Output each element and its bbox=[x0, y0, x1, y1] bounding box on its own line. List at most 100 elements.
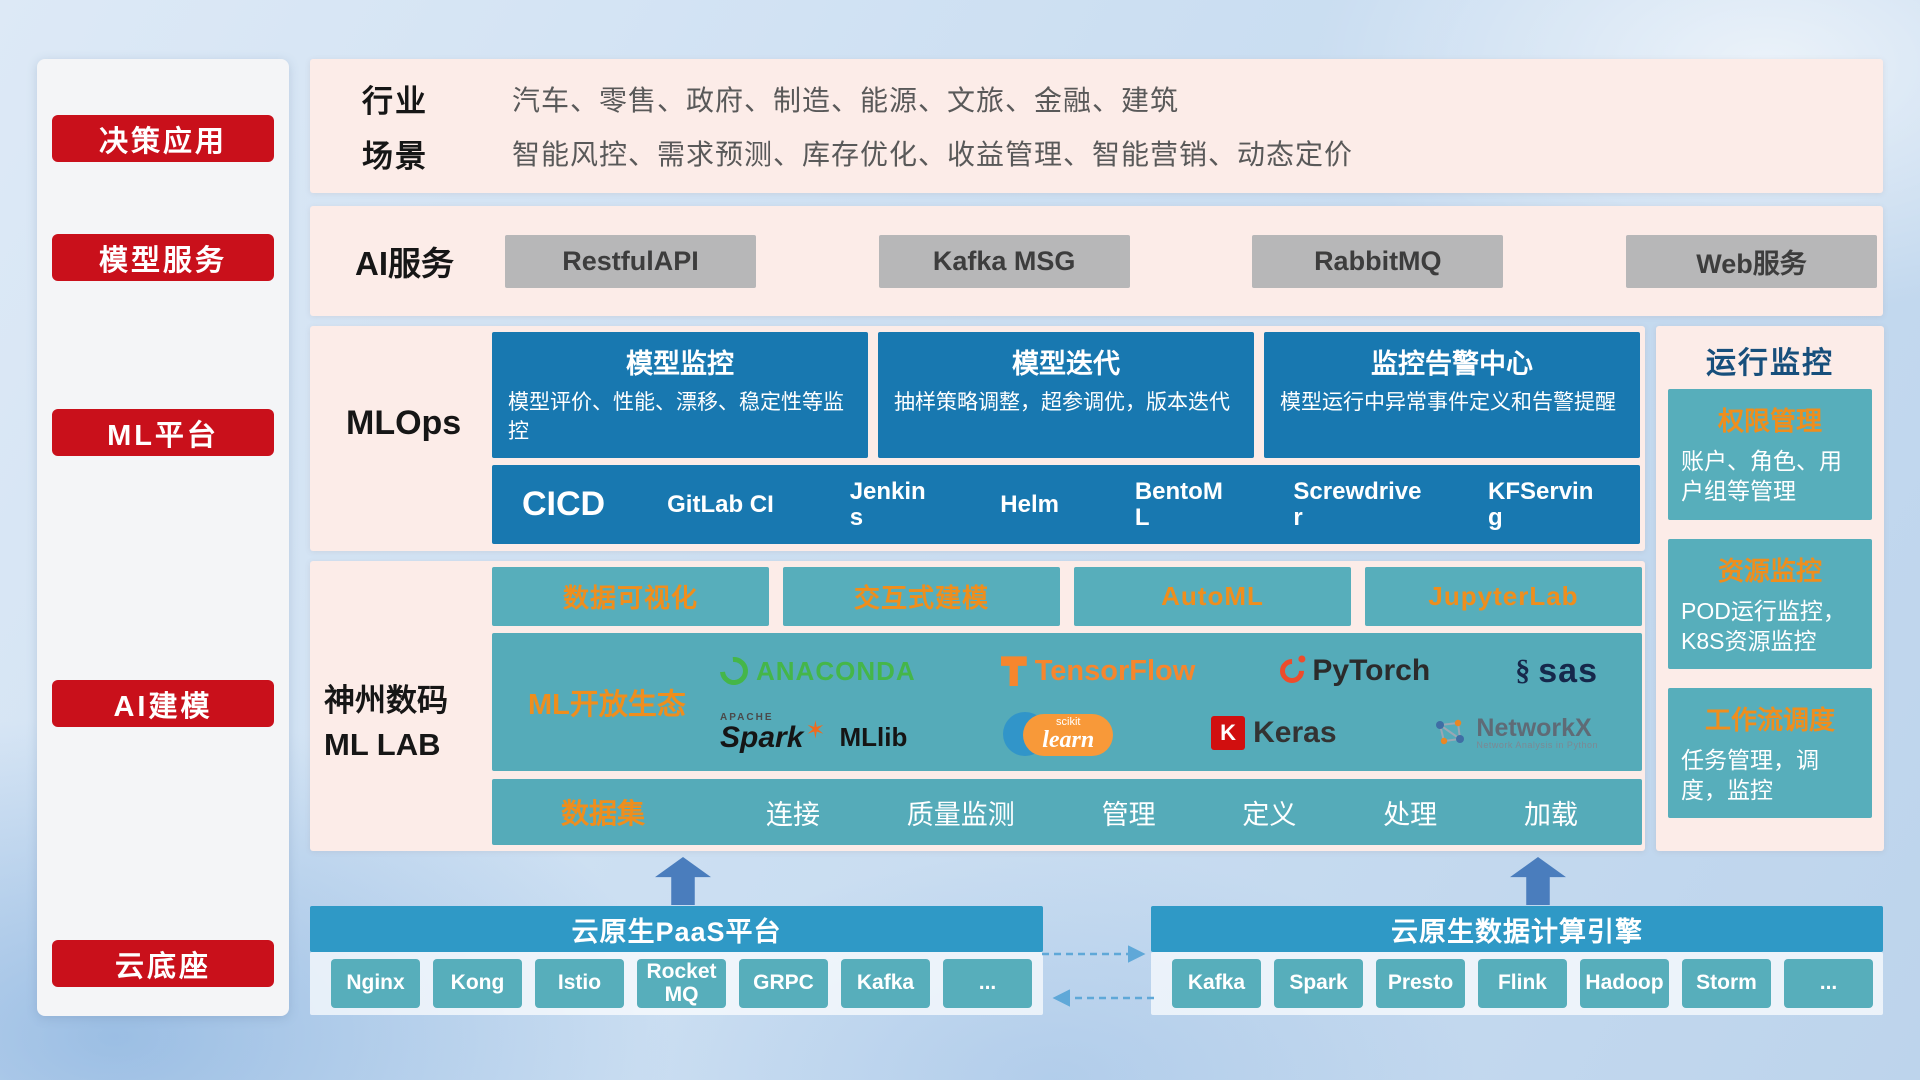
card-title: 监控告警中心 bbox=[1371, 349, 1533, 379]
engine-components: Kafka Spark Presto Flink Hadoop Storm ..… bbox=[1151, 952, 1883, 1015]
tensorflow-logo: TensorFlow bbox=[1000, 654, 1196, 688]
kafka-chip: Kafka bbox=[841, 959, 930, 1008]
engine-up-arrow bbox=[1510, 857, 1566, 905]
rail-item-decision-application: 决策应用 bbox=[52, 115, 274, 162]
gitlab-ci-item: GitLab CI bbox=[667, 490, 774, 518]
scene-label: 场景 bbox=[362, 138, 428, 174]
ml-ecosystem-label: ML开放生态 bbox=[528, 689, 686, 721]
web-service-block: Web服务 bbox=[1625, 234, 1877, 288]
card-title: 工作流调度 bbox=[1704, 705, 1835, 735]
card-desc: 任务管理，调度，监控 bbox=[1681, 747, 1819, 804]
kafka-chip: Kafka bbox=[1172, 959, 1261, 1008]
card-title: 资源监控 bbox=[1717, 556, 1822, 586]
sas-swirl-icon: § bbox=[1515, 654, 1531, 688]
nginx-chip: Nginx bbox=[331, 959, 420, 1008]
card-title: 模型迭代 bbox=[1012, 349, 1120, 379]
scikit-learn-blob-icon: scikit learn bbox=[1023, 713, 1114, 756]
scikit-label: scikit bbox=[1056, 716, 1081, 729]
dataset-quality-item: 质量监测 bbox=[906, 799, 1015, 830]
dataset-manage-item: 管理 bbox=[1101, 799, 1156, 830]
spark-mllib-logo: APACHE Spark ✶ MLlib bbox=[720, 712, 908, 753]
ecosystem-logos: ANACONDA TensorFlow PyTorch § sas bbox=[696, 633, 1642, 771]
anaconda-icon bbox=[714, 651, 754, 692]
dataset-connect-item: 连接 bbox=[766, 799, 820, 830]
kong-chip: Kong bbox=[433, 959, 522, 1008]
mlops-cards: 模型监控 模型评价、性能、漂移、稳定性等监控 模型迭代 抽样策略调整，超参调优，… bbox=[492, 332, 1640, 458]
automl-block: AutoML bbox=[1074, 567, 1351, 626]
istio-chip: Istio bbox=[535, 959, 624, 1008]
data-engine-bar: 云原生数据计算引擎 bbox=[1151, 906, 1883, 952]
presto-chip: Presto bbox=[1376, 959, 1465, 1008]
data-exchange-dashed-arrows bbox=[1042, 945, 1154, 1007]
keras-logo: K Keras bbox=[1211, 715, 1337, 750]
cicd-label: CICD bbox=[522, 485, 606, 523]
dataset-process-item: 处理 bbox=[1383, 799, 1438, 830]
rail-item-ai-modeling: AI建模 bbox=[52, 680, 274, 727]
model-iteration-card: 模型迭代 抽样策略调整，超参调优，版本迭代 bbox=[878, 332, 1254, 458]
left-rail: 决策应用 模型服务 ML平台 AI建模 云底座 bbox=[37, 59, 289, 1016]
industry-label: 行业 bbox=[362, 84, 428, 120]
dataset-label: 数据集 bbox=[560, 798, 645, 829]
keras-wordmark: Keras bbox=[1253, 715, 1337, 749]
networkx-wordmark: NetworkX bbox=[1476, 713, 1592, 742]
industry-list: 汽车、零售、政府、制造、能源、文旅、金融、建筑 bbox=[512, 84, 1180, 116]
tensorflow-icon bbox=[1000, 656, 1027, 687]
anaconda-wordmark: ANACONDA bbox=[756, 655, 916, 686]
card-desc: 账户、角色、用户组等管理 bbox=[1681, 448, 1842, 505]
spark-star-icon: ✶ bbox=[805, 716, 826, 744]
runtime-monitoring-panel: 运行监控 权限管理 账户、角色、用户组等管理 资源监控 POD运行监控，K8S资… bbox=[1656, 326, 1884, 851]
card-desc: 抽样策略调整，超参调优，版本迭代 bbox=[894, 391, 1230, 414]
sas-logo: § sas bbox=[1515, 652, 1598, 691]
spark-wordmark-block: APACHE Spark bbox=[720, 712, 803, 753]
permission-management-card: 权限管理 账户、角色、用户组等管理 bbox=[1668, 389, 1872, 520]
networkx-logo: NetworkX Network Analysis in Python bbox=[1432, 715, 1598, 751]
ml-lab-label: 神州数码 ML LAB bbox=[324, 679, 492, 767]
dataset-load-item: 加载 bbox=[1523, 799, 1578, 830]
ml-lab-label-line1: 神州数码 bbox=[324, 683, 448, 718]
cloud-paas-bar: 云原生PaaS平台 bbox=[310, 906, 1043, 952]
rocketmq-chip: RocketMQ bbox=[637, 959, 726, 1008]
anaconda-logo: ANACONDA bbox=[714, 651, 916, 692]
pytorch-flame-icon bbox=[1275, 654, 1310, 689]
scene-list: 智能风控、需求预测、库存优化、收益管理、智能营销、动态定价 bbox=[512, 139, 1354, 171]
jupyterlab-block: JupyterLab bbox=[1365, 567, 1642, 626]
cicd-bar: CICD GitLab CI Jenkins Helm BentoML Scre… bbox=[492, 465, 1640, 544]
logo-row-1: ANACONDA TensorFlow PyTorch § sas bbox=[714, 642, 1598, 700]
industry-row: 行业 汽车、零售、政府、制造、能源、文旅、金融、建筑 bbox=[310, 76, 1883, 121]
mllib-wordmark: MLlib bbox=[839, 721, 908, 752]
paas-up-arrow bbox=[655, 857, 711, 905]
card-desc: 模型评价、性能、漂移、稳定性等监控 bbox=[508, 391, 844, 444]
pytorch-wordmark: PyTorch bbox=[1312, 654, 1431, 688]
more-chip: ... bbox=[1784, 959, 1873, 1008]
mlops-label: MLOps bbox=[346, 404, 462, 442]
runtime-monitoring-title: 运行监控 bbox=[1706, 347, 1834, 380]
card-title: 模型监控 bbox=[626, 349, 734, 379]
alert-center-card: 监控告警中心 模型运行中异常事件定义和告警提醒 bbox=[1264, 332, 1640, 458]
rabbitmq-block: RabbitMQ bbox=[1252, 234, 1504, 288]
jenkins-item: Jenkins bbox=[849, 478, 926, 531]
dataset-bar: 数据集 连接 质量监测 管理 定义 处理 加载 bbox=[492, 779, 1642, 845]
more-chip: ... bbox=[943, 959, 1032, 1008]
workflow-scheduling-card: 工作流调度 任务管理，调度，监控 bbox=[1668, 688, 1872, 818]
tensorflow-wordmark: TensorFlow bbox=[1034, 654, 1196, 687]
sas-wordmark: sas bbox=[1538, 651, 1598, 690]
keras-k-icon: K bbox=[1211, 715, 1246, 750]
helm-item: Helm bbox=[1000, 490, 1059, 518]
mlops-panel: MLOps 模型监控 模型评价、性能、漂移、稳定性等监控 模型迭代 抽样策略调整… bbox=[310, 326, 1645, 551]
networkx-wordmark-block: NetworkX Network Analysis in Python bbox=[1476, 715, 1598, 751]
dataset-define-item: 定义 bbox=[1242, 799, 1297, 830]
ml-lab-panel: 神州数码 ML LAB 数据可视化 交互式建模 AutoML JupyterLa… bbox=[310, 561, 1645, 851]
logo-row-2: APACHE Spark ✶ MLlib scikit learn bbox=[720, 704, 1598, 762]
cicd-items: GitLab CI Jenkins Helm BentoML Screwdriv… bbox=[605, 478, 1640, 531]
bentoml-item: BentoML bbox=[1134, 478, 1223, 531]
scene-row: 场景 智能风控、需求预测、库存优化、收益管理、智能营销、动态定价 bbox=[310, 131, 1883, 176]
restful-api-block: RestfulAPI bbox=[505, 234, 756, 288]
card-desc: POD运行监控，K8S资源监控 bbox=[1681, 598, 1846, 655]
storm-chip: Storm bbox=[1682, 959, 1771, 1008]
pytorch-logo: PyTorch bbox=[1275, 654, 1431, 689]
ml-lab-label-line2: ML LAB bbox=[324, 727, 441, 762]
grpc-chip: GRPC bbox=[739, 959, 828, 1008]
ai-service-buttons: RestfulAPI Kafka MSG RabbitMQ Web服务 bbox=[505, 234, 1877, 288]
scikit-learn-logo: scikit learn bbox=[1003, 706, 1115, 760]
